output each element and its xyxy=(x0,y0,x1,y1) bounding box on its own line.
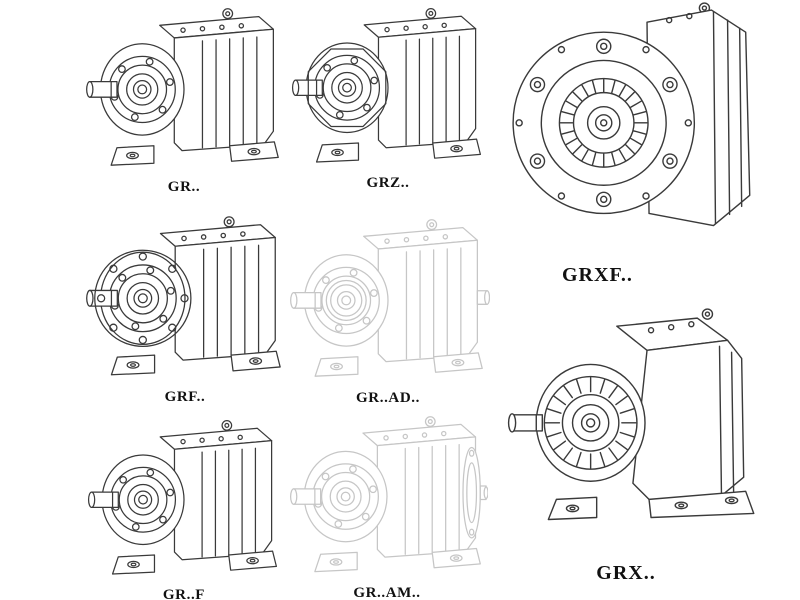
figure-grf: GRF.. xyxy=(82,210,288,406)
gearbox-drawing-grf2 xyxy=(87,420,277,575)
gearbox-drawing-grad xyxy=(290,219,490,377)
gearbox-drawing-grxf xyxy=(512,2,751,227)
model-label-grxf: GRXF.. xyxy=(562,263,633,286)
model-label-grf: GRF.. xyxy=(164,388,206,405)
figure-grf2: GR..F xyxy=(84,414,284,600)
gearbox-drawing-grf xyxy=(86,216,281,376)
model-label-gr: GR.. xyxy=(167,178,201,195)
model-label-grx: GRX.. xyxy=(596,561,656,584)
model-label-grad: GR..AD.. xyxy=(356,389,420,406)
model-label-grf2: GR..F xyxy=(162,587,206,600)
figure-grz: GRZ.. xyxy=(288,2,488,192)
gearbox-drawing-gram xyxy=(289,416,488,573)
gearbox-drawing-grz xyxy=(291,8,481,163)
figure-gram: GR..AM.. xyxy=(286,410,488,600)
gearbox-drawing-gr xyxy=(86,8,279,166)
figure-gr: GR.. xyxy=(82,2,286,196)
model-label-gram: GR..AM.. xyxy=(353,585,421,600)
figure-grxf: GRXF.. xyxy=(498,0,790,287)
model-label-grz: GRZ.. xyxy=(366,175,410,192)
figure-grx: GRX.. xyxy=(498,298,790,585)
gearbox-drawing-grx xyxy=(507,308,755,521)
figure-grad: GR..AD.. xyxy=(286,213,490,407)
